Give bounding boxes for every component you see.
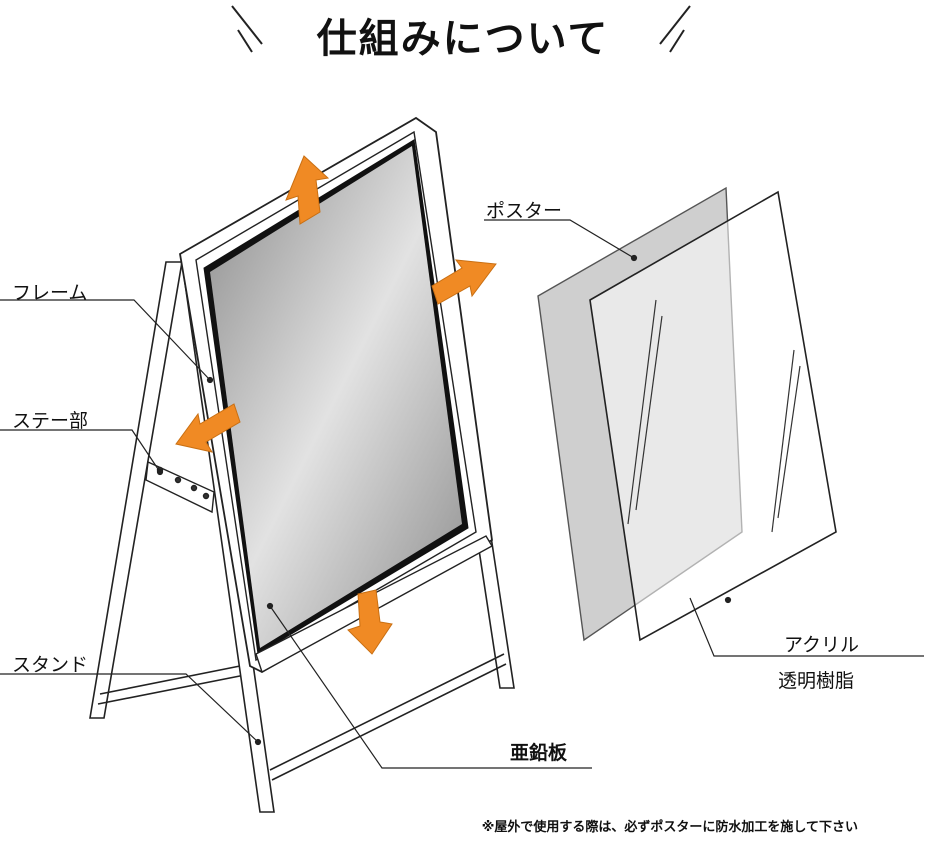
leader-frame: [0, 299, 211, 381]
leader-stay: [0, 429, 161, 473]
leader-plate: [269, 605, 592, 769]
open-arrow-up-icon: [285, 155, 330, 225]
label-plate: 亜鉛板: [510, 742, 568, 764]
open-arrow-right-icon: [431, 259, 497, 305]
leader-stand: [0, 673, 259, 743]
open-arrow-down-icon: [347, 589, 393, 655]
label-frame: フレーム: [12, 282, 88, 304]
stay-hinge: [145, 460, 215, 514]
title-deco-right: [659, 5, 691, 53]
label-resin: 透明樹脂: [778, 670, 855, 692]
leader-poster: [484, 219, 635, 259]
label-stand: スタンド: [12, 654, 89, 676]
title-deco-left: [231, 5, 263, 53]
leader-acrylic: [689, 597, 924, 657]
label-acrylic: アクリル: [784, 634, 860, 656]
label-stay: ステー部: [12, 410, 89, 432]
zinc-plate-surface: [210, 146, 462, 648]
label-poster: ポスター: [486, 200, 563, 222]
page-title: 仕組みについて: [316, 16, 610, 62]
open-arrow-left-icon: [175, 403, 241, 453]
front-frame: [179, 116, 493, 674]
acrylic-sheet: [589, 190, 837, 642]
footnote: ※屋外で使用する際は、必ずポスターに防水加工を施して下さい: [481, 820, 858, 835]
sheets: [537, 186, 837, 642]
